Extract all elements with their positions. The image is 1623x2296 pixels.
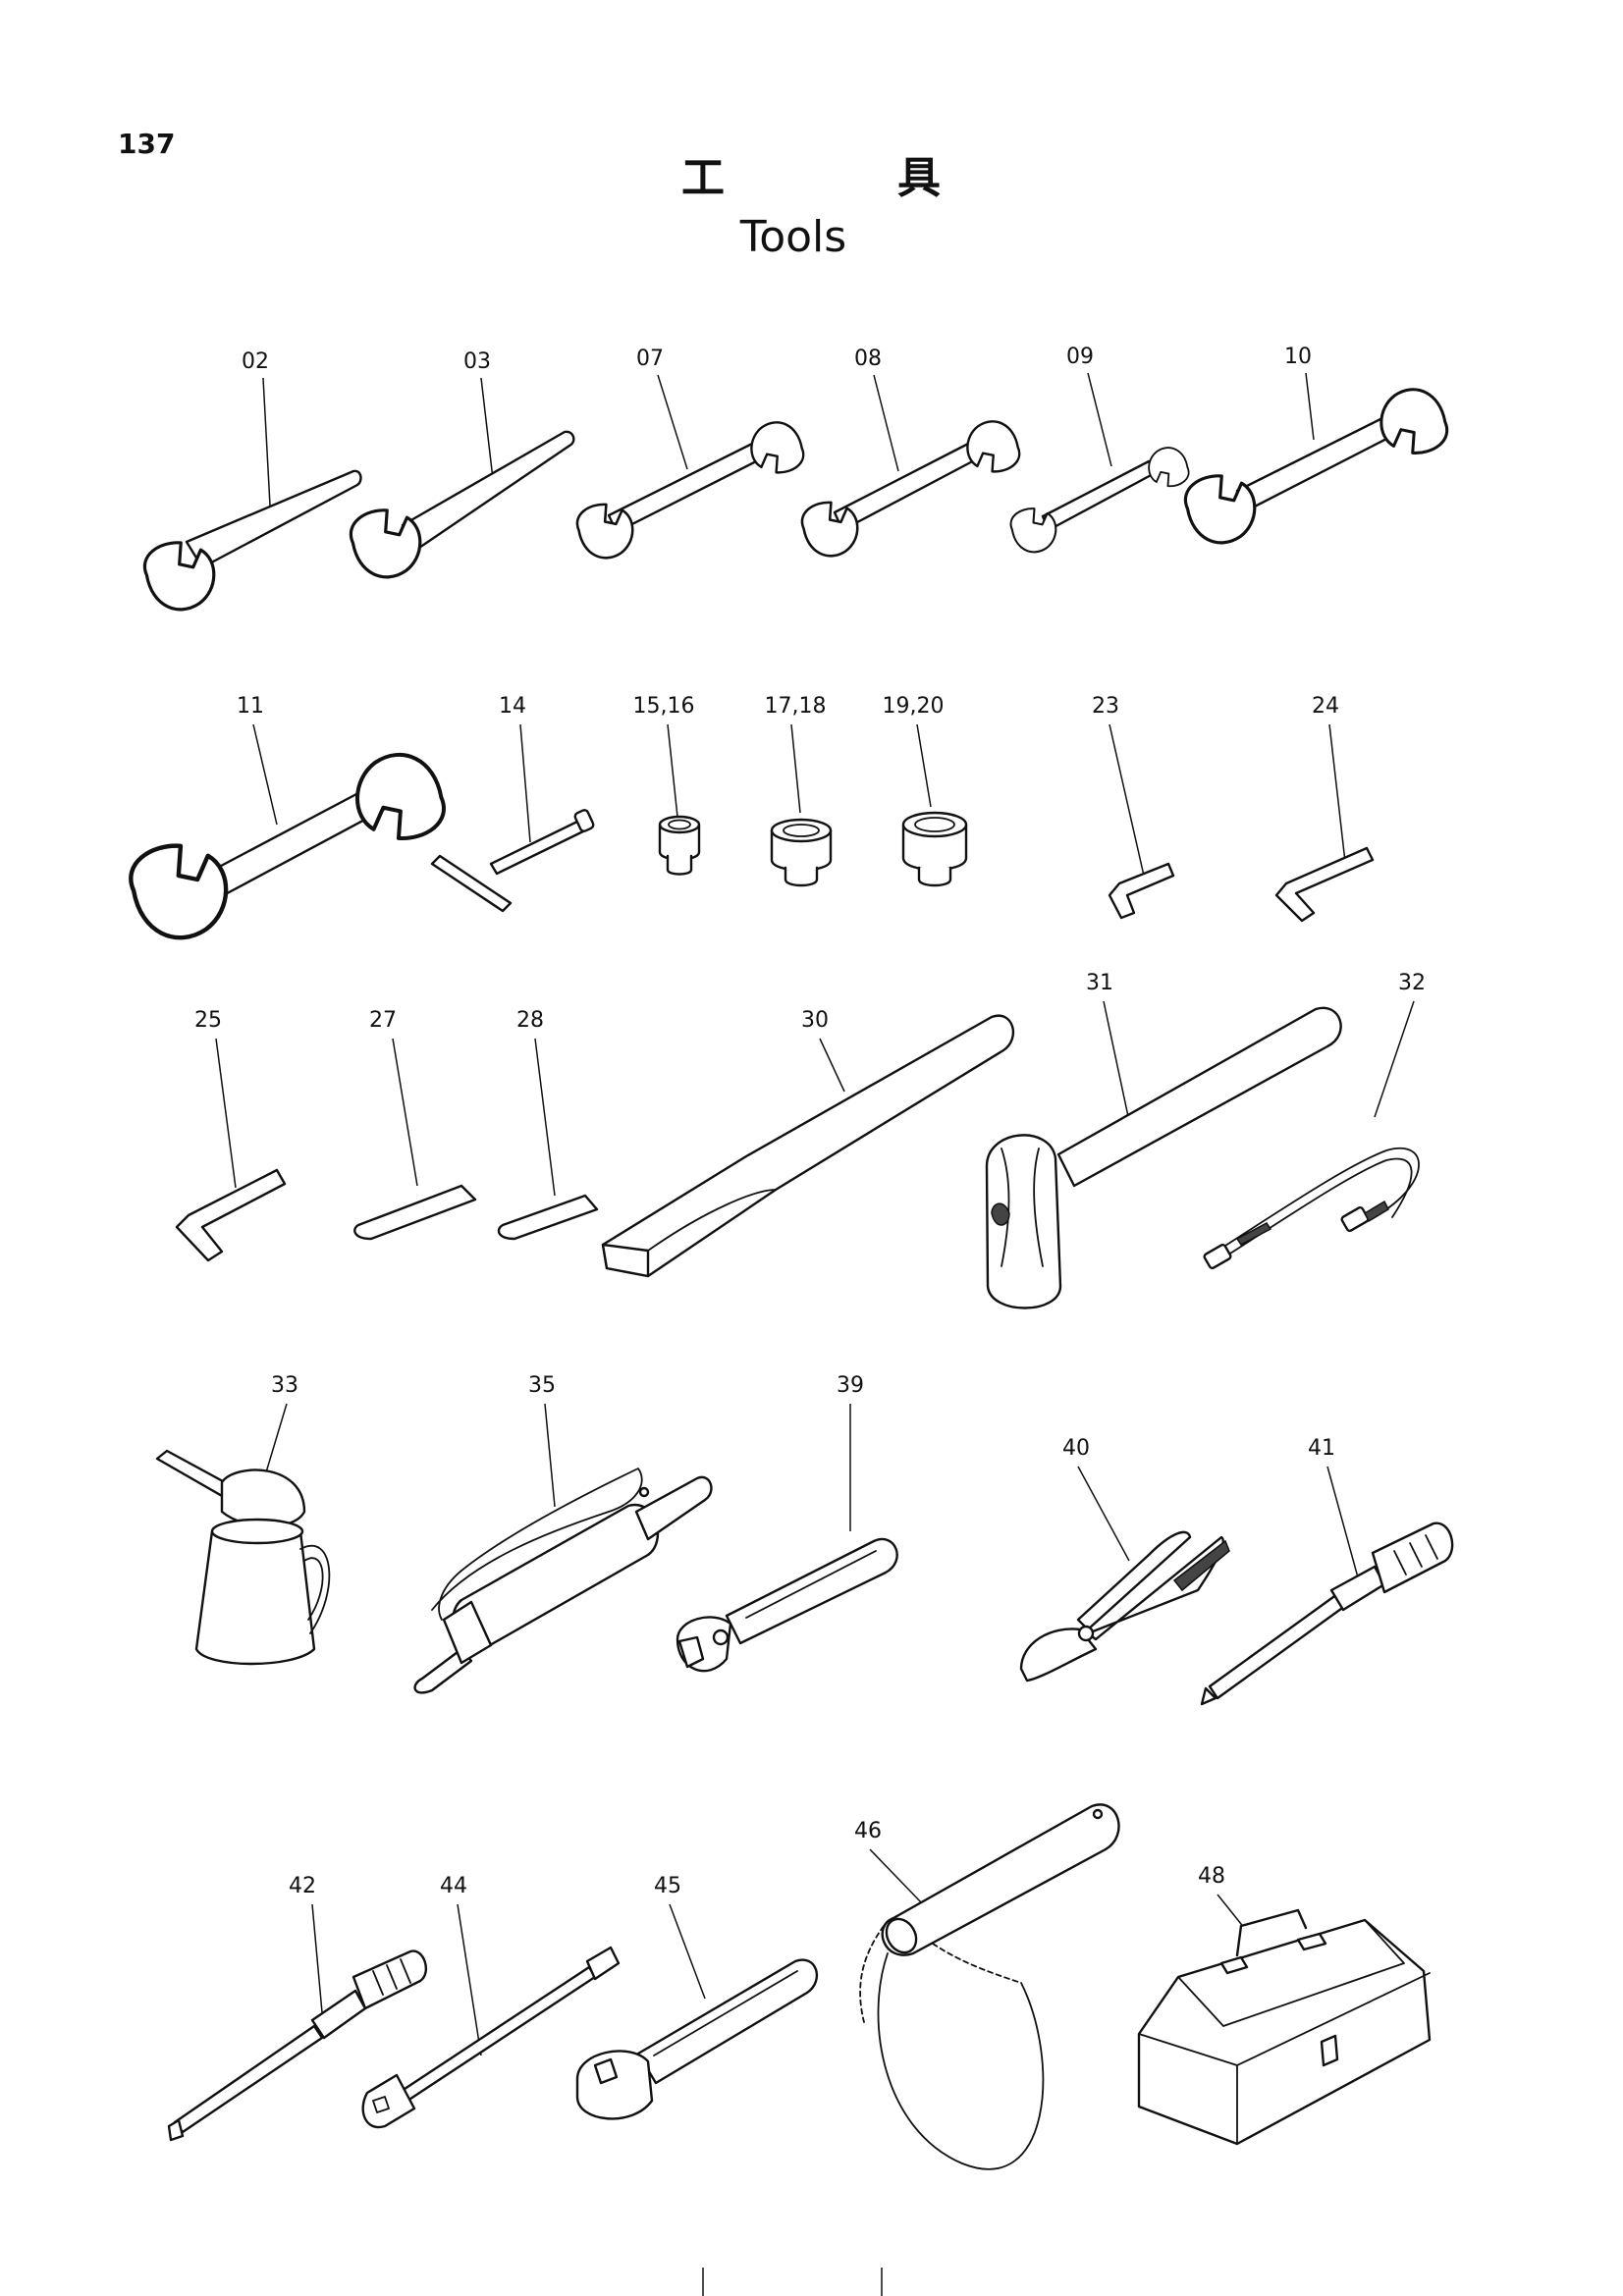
item-label-15-16: 15,16 xyxy=(633,694,695,719)
item-label-35: 35 xyxy=(528,1373,556,1398)
tool-32-flexible-hose: 32 xyxy=(1203,971,1426,1270)
item-label-23: 23 xyxy=(1092,694,1119,719)
tool-30-handle-pipe: 30 xyxy=(601,1008,1014,1278)
tool-02-single-end-wrench: 02 xyxy=(139,349,362,616)
item-label-24: 24 xyxy=(1312,694,1339,719)
tool-35-grease-gun: 35 xyxy=(413,1373,713,1694)
tool-10-double-end-wrench: 10 xyxy=(1180,345,1452,550)
tool-41-screwdriver: 41 xyxy=(1200,1436,1454,1706)
tool-39-adjustable-wrench: 39 xyxy=(676,1373,898,1673)
item-label-25: 25 xyxy=(194,1008,222,1033)
item-label-02: 02 xyxy=(242,349,269,374)
item-label-03: 03 xyxy=(463,349,491,374)
item-label-19-20: 19,20 xyxy=(883,694,945,719)
tool-27-hex-bar: 27 xyxy=(353,1008,477,1241)
item-label-09: 09 xyxy=(1066,345,1094,369)
item-label-27: 27 xyxy=(369,1008,397,1033)
tool-31-hammer: 31 xyxy=(985,971,1342,1309)
item-label-42: 42 xyxy=(289,1874,316,1898)
item-label-31: 31 xyxy=(1086,971,1113,995)
tool-19-20-socket: 19,20 xyxy=(883,694,968,887)
page-title-en: Tools xyxy=(739,212,846,262)
tool-48-tool-box: 48 xyxy=(1137,1864,1432,2146)
item-label-32: 32 xyxy=(1398,971,1426,995)
item-label-41: 41 xyxy=(1308,1436,1335,1461)
item-label-30: 30 xyxy=(801,1008,829,1033)
tool-15-16-socket: 15,16 xyxy=(633,694,701,876)
tool-40-pliers: 40 xyxy=(1019,1436,1230,1682)
item-label-44: 44 xyxy=(440,1874,467,1898)
item-label-45: 45 xyxy=(654,1874,681,1898)
item-label-11: 11 xyxy=(237,694,264,719)
item-label-48: 48 xyxy=(1198,1864,1225,1889)
page-number: 137 xyxy=(118,128,175,160)
item-label-46: 46 xyxy=(854,1819,882,1843)
item-label-39: 39 xyxy=(837,1373,864,1398)
tool-14-t-handle-socket-wrench: 14 xyxy=(430,694,595,913)
tool-08-double-end-wrench: 08 xyxy=(797,347,1024,561)
tool-11-large-double-end-wrench: 11 xyxy=(126,694,451,945)
item-label-10: 10 xyxy=(1284,345,1312,369)
tool-09-double-end-wrench: 09 xyxy=(1007,345,1192,557)
item-label-08: 08 xyxy=(854,347,882,371)
tool-07-double-end-wrench: 07 xyxy=(572,347,808,563)
tool-03-single-end-wrench: 03 xyxy=(346,349,575,584)
tool-23-hex-key: 23 xyxy=(1092,694,1175,920)
tool-44-extension-bar: 44 xyxy=(361,1874,621,2129)
tool-33-oil-can: 33 xyxy=(155,1373,331,1666)
item-label-14: 14 xyxy=(499,694,526,719)
item-label-40: 40 xyxy=(1062,1436,1090,1461)
tool-25-hex-key: 25 xyxy=(175,1008,287,1262)
item-label-07: 07 xyxy=(636,347,664,371)
page-title-jp: 工 具 xyxy=(681,153,941,203)
tool-17-18-socket: 17,18 xyxy=(765,694,833,887)
item-label-28: 28 xyxy=(516,1008,544,1033)
tool-42-screwdriver: 42 xyxy=(167,1874,427,2142)
item-label-17-18: 17,18 xyxy=(765,694,827,719)
tool-45-ratchet-handle: 45 xyxy=(575,1874,818,2120)
item-label-33: 33 xyxy=(271,1373,298,1398)
tool-46-tommy-bar-with-chain: 46 xyxy=(854,1803,1120,2170)
tool-24-hex-key: 24 xyxy=(1274,694,1375,923)
tool-28-hex-bar: 28 xyxy=(497,1008,599,1241)
